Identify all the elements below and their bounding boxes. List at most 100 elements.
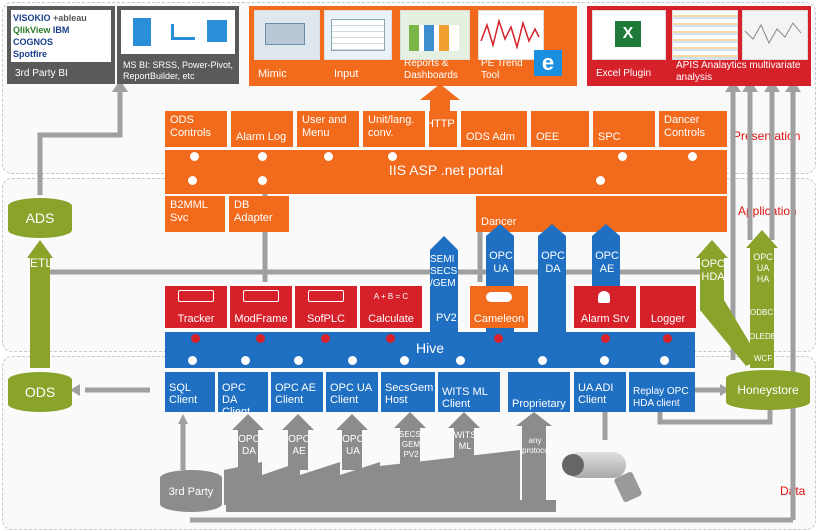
protocol-opc-ua: OPC UA [489, 250, 513, 275]
hive-dot [386, 334, 395, 343]
excel-label[interactable]: Excel Plugin [596, 68, 652, 79]
hive-module-sofplc[interactable]: SofPLC [295, 286, 357, 328]
msbi-icons [121, 10, 235, 54]
client-dot [294, 356, 303, 365]
msbi-panel: MS BI: SRSS, Power-Pivot, ReportBuilder,… [117, 6, 239, 84]
apis-thumb-2 [742, 10, 808, 60]
hive-pv2: PV2 [436, 312, 457, 324]
client-wits-ml[interactable]: WITS ML Client [438, 372, 500, 412]
ads-store[interactable]: ADS [8, 198, 72, 238]
hive-module-logger[interactable]: Logger [640, 286, 696, 328]
http-label: HTTP [426, 118, 455, 130]
client-dot [538, 356, 547, 365]
protocol-opc-hda: OPC HDA [701, 258, 725, 283]
portal-module-dancer-controls[interactable]: Dancer Controls [659, 111, 727, 147]
bi-panel: VISOKIO +ableau QlikView IBM COGNOS Spot… [7, 6, 115, 84]
portal-dot [688, 152, 697, 161]
modframe-icon [243, 290, 279, 302]
hive-module-modframe[interactable]: ModFrame [230, 286, 292, 328]
protocol-oledb: OLEDB [749, 332, 777, 341]
protocol-opc-ua-ha: OPC UA HA [753, 252, 773, 284]
portal-dot [258, 152, 267, 161]
server-icon [133, 18, 151, 46]
sofplc-icon [308, 290, 344, 302]
honeystore[interactable]: Honeystore [726, 370, 810, 410]
hive-dot [191, 334, 200, 343]
hive-module-calculate[interactable]: A + B = C Calculate [360, 286, 422, 328]
hive-module-cameleon[interactable]: Cameleon [470, 286, 528, 328]
ods-store[interactable]: ODS [8, 372, 72, 412]
client-secsgem[interactable]: SecsGem Host [381, 372, 435, 412]
portal-module-unit-conv[interactable]: Unit/lang. conv. [363, 111, 425, 147]
input-grid [331, 19, 385, 51]
portal-dot [188, 176, 197, 185]
protocol-etl: ETL [30, 256, 53, 270]
apis-plot [744, 22, 802, 45]
logo-visokio: VISOKIO [13, 13, 51, 23]
cameleon-icon [486, 292, 512, 302]
source-secs-gem: SECS/ GEM PV2 [398, 430, 423, 459]
excel-thumb: X [592, 10, 666, 60]
mimic-thumb [254, 10, 320, 60]
portal-module-oee[interactable]: OEE [531, 111, 589, 147]
reports-thumb [400, 10, 470, 60]
client-sql[interactable]: SQL Client [165, 372, 215, 412]
hive-dot [601, 334, 610, 343]
client-opc-ua[interactable]: OPC UA Client [326, 372, 378, 412]
portal-dot [324, 152, 333, 161]
portal-module-user-menu[interactable]: User and Menu [297, 111, 359, 147]
hive-dot [321, 334, 330, 343]
reports-label[interactable]: Reports & Dashboards [404, 58, 458, 81]
client-dot [188, 356, 197, 365]
logo-tableau: +ableau [53, 13, 87, 23]
hive-dot [494, 334, 503, 343]
portal-module-ods-adm[interactable]: ODS Adm [461, 111, 527, 147]
b2mml-svc[interactable]: B2MML Svc [165, 196, 225, 232]
source-opc-da: OPC DA [238, 434, 260, 457]
source-any-protocol: any protocol [522, 436, 551, 455]
mimic-label[interactable]: Mimic [258, 68, 287, 80]
msbi-label: MS BI: SRSS, Power-Pivot, ReportBuilder,… [123, 60, 234, 81]
dancer[interactable]: Dancer [476, 196, 727, 232]
portal-dot [596, 176, 605, 185]
client-dot [660, 356, 669, 365]
apis-thumb-1 [672, 10, 738, 60]
portal-dot [388, 152, 397, 161]
portal-module-alarm-log[interactable]: Alarm Log [231, 111, 293, 147]
protocol-wcf: WCF [754, 354, 773, 363]
client-dot [400, 356, 409, 365]
logo-spotfire: Spotfire [13, 49, 48, 59]
trend-line [480, 18, 540, 50]
client-dot [456, 356, 465, 365]
db-adapter[interactable]: DB Adapter [229, 196, 289, 232]
portal-title: IIS ASP .net portal [388, 162, 504, 178]
client-opc-ae[interactable]: OPC AE Client [271, 372, 323, 412]
trend-label[interactable]: PE Trend Tool [481, 58, 523, 81]
client-opc-da[interactable]: OPC DA Client [218, 372, 268, 418]
source-opc-ua: OPC UA [342, 434, 364, 457]
hive-module-alarm-srv[interactable]: Alarm Srv [574, 286, 636, 328]
bi-label: 3rd Party BI [15, 68, 68, 79]
client-proprietary[interactable]: Proprietary [508, 372, 570, 412]
application-label: Application [738, 204, 797, 218]
tracker-icon [178, 290, 214, 302]
bell-icon [598, 291, 610, 303]
logo-ibm: IBM COGNOS [13, 25, 70, 47]
mimic-graphic [265, 23, 305, 45]
ads-label: ADS [25, 210, 55, 226]
client-ua-adi[interactable]: UA ADI Client [574, 372, 626, 412]
apis-label[interactable]: APIS Analaytics multivariate analysis [676, 60, 801, 83]
client-replay-hda[interactable]: Replay OPC HDA client [629, 372, 695, 412]
ods-label: ODS [24, 384, 56, 400]
input-label[interactable]: Input [334, 68, 359, 80]
client-dot [241, 356, 250, 365]
portal-module-ods-controls[interactable]: ODS Controls [165, 111, 227, 147]
thirdparty-source[interactable]: 3rd Party [160, 470, 222, 512]
hive-module-tracker[interactable]: Tracker [165, 286, 227, 328]
portal-module-spc[interactable]: SPC [593, 111, 655, 147]
protocol-semi: SEMI SECS /GEM [430, 254, 458, 289]
portal-dot [190, 152, 199, 161]
protocol-opc-ae: OPC AE [595, 250, 619, 275]
thirdparty-label: 3rd Party [168, 486, 214, 498]
